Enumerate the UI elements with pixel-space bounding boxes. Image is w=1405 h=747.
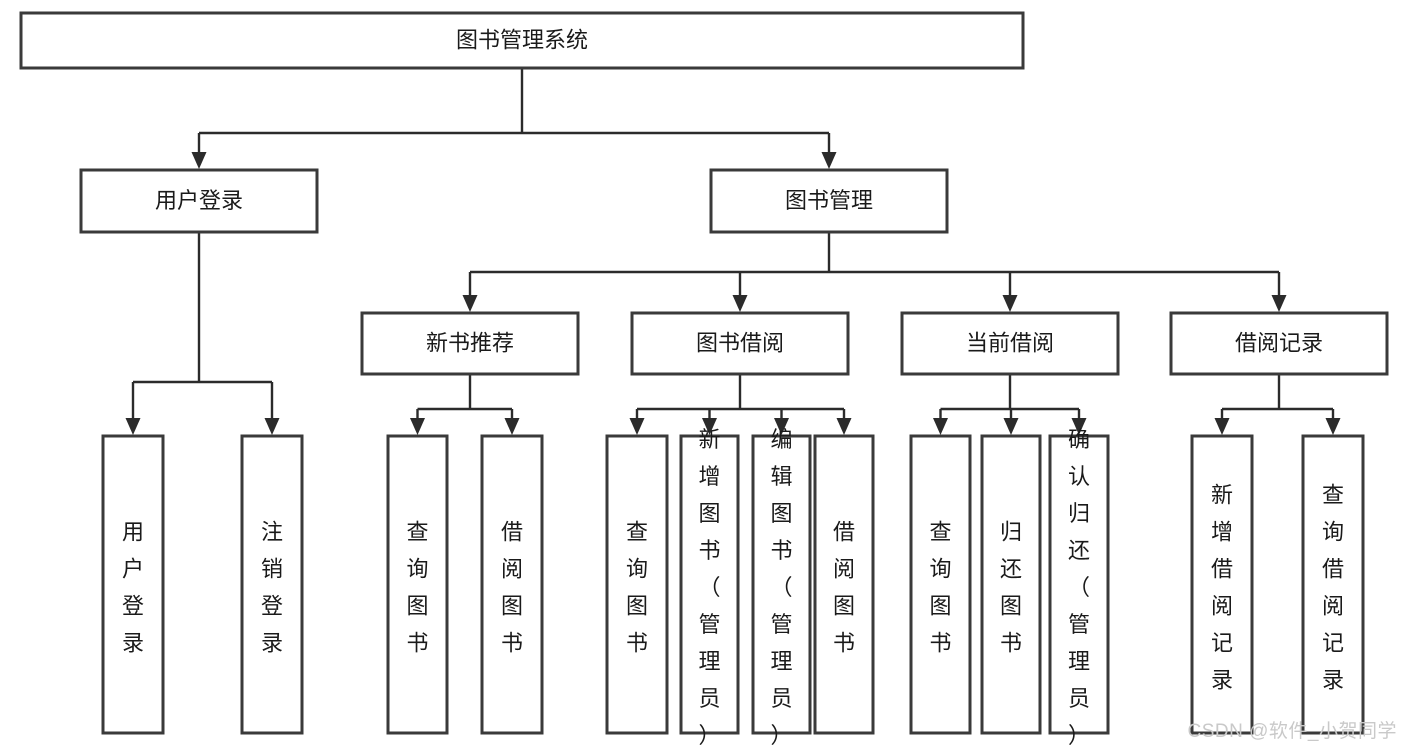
arrow-head — [1325, 418, 1341, 435]
arrow-head — [264, 418, 280, 435]
node-box[interactable] — [751, 434, 812, 735]
arrow-head — [836, 418, 852, 435]
node-leaf-user-login[interactable]: 用户登录 — [101, 434, 165, 735]
node-book-borrow[interactable]: 图书借阅 — [630, 311, 850, 376]
node-label: 查询图书 — [929, 519, 951, 655]
arrow-head — [1071, 418, 1087, 435]
node-new-book-rec[interactable]: 新书推荐 — [360, 311, 580, 376]
node-label: 借阅图书 — [501, 519, 523, 655]
node-leaf-query-record[interactable]: 查询借阅记录 — [1301, 434, 1365, 735]
node-box[interactable] — [101, 434, 165, 735]
arrow-head — [1002, 295, 1018, 312]
connector-layer — [125, 68, 1341, 435]
node-label: 用户登录 — [122, 519, 144, 655]
node-box[interactable] — [1190, 434, 1254, 735]
node-label: 用户登录 — [155, 188, 243, 213]
connector-group-current-borrow — [933, 374, 1087, 435]
node-current-borrow[interactable]: 当前借阅 — [900, 311, 1120, 376]
node-label: 查询图书 — [406, 519, 428, 655]
node-label: 图书管理系统 — [456, 27, 588, 52]
node-box[interactable] — [900, 311, 1120, 376]
arrow-head — [821, 152, 837, 169]
node-leaf-query-book-2[interactable]: 查询图书 — [605, 434, 669, 735]
node-root[interactable]: 图书管理系统 — [19, 11, 1025, 70]
node-leaf-confirm-return[interactable]: 确认归还（管理员） — [1048, 427, 1110, 747]
arrow-head — [410, 418, 425, 435]
arrow-head — [1214, 418, 1230, 435]
node-box[interactable] — [709, 168, 949, 234]
node-label: 图书借阅 — [696, 330, 784, 355]
arrow-head — [933, 418, 948, 435]
node-user-login[interactable]: 用户登录 — [79, 168, 319, 234]
node-box[interactable] — [605, 434, 669, 735]
node-box[interactable] — [386, 434, 449, 735]
node-layer: 图书管理系统用户登录图书管理新书推荐图书借阅当前借阅借阅记录用户登录注销登录查询… — [19, 11, 1389, 747]
node-box[interactable] — [630, 311, 850, 376]
node-label: 图书管理 — [785, 188, 873, 213]
connector-group-new-book-rec — [410, 374, 520, 435]
node-book-manage[interactable]: 图书管理 — [709, 168, 949, 234]
node-label: 查询图书 — [626, 519, 648, 655]
node-leaf-query-book-3[interactable]: 查询图书 — [909, 434, 972, 735]
node-box[interactable] — [1169, 311, 1389, 376]
node-leaf-user-logout[interactable]: 注销登录 — [240, 434, 304, 735]
arrow-head — [191, 152, 207, 169]
node-borrow-record[interactable]: 借阅记录 — [1169, 311, 1389, 376]
node-box[interactable] — [679, 434, 740, 735]
node-label: 新书推荐 — [426, 330, 514, 355]
node-label: 借阅图书 — [833, 519, 855, 655]
node-leaf-add-book[interactable]: 新增图书（管理员） — [679, 427, 740, 747]
csdn-watermark: CSDN @软件_小贺同学 — [1187, 721, 1397, 742]
node-label: 编辑图书（管理员） — [770, 427, 792, 747]
node-leaf-borrow-book-1[interactable]: 借阅图书 — [480, 434, 544, 735]
connector-group-book-manage — [462, 232, 1287, 312]
node-box[interactable] — [79, 168, 319, 234]
connector-group-user-login — [125, 232, 280, 435]
node-leaf-edit-book[interactable]: 编辑图书（管理员） — [751, 427, 812, 747]
node-leaf-borrow-book-2[interactable]: 借阅图书 — [813, 434, 875, 735]
arrow-head — [629, 418, 645, 435]
connector-group-book-borrow — [629, 374, 852, 435]
node-leaf-query-book-1[interactable]: 查询图书 — [386, 434, 449, 735]
arrow-head — [732, 295, 748, 312]
node-box[interactable] — [19, 11, 1025, 70]
node-leaf-return-book[interactable]: 归还图书 — [980, 434, 1042, 735]
arrow-head — [702, 418, 717, 435]
node-box[interactable] — [240, 434, 304, 735]
arrow-head — [504, 418, 520, 435]
node-label: 借阅记录 — [1235, 330, 1323, 355]
node-box[interactable] — [980, 434, 1042, 735]
connector-group-borrow-record — [1214, 374, 1341, 435]
node-box[interactable] — [909, 434, 972, 735]
node-box[interactable] — [813, 434, 875, 735]
node-box[interactable] — [1301, 434, 1365, 735]
node-label: 归还图书 — [1000, 519, 1022, 655]
node-label: 确认归还（管理员） — [1068, 427, 1090, 747]
arrow-head — [462, 295, 478, 312]
arrow-head — [774, 418, 789, 435]
arrow-head — [125, 418, 141, 435]
node-leaf-add-record[interactable]: 新增借阅记录 — [1190, 434, 1254, 735]
node-label: 查询借阅记录 — [1322, 482, 1344, 692]
arrow-head — [1271, 295, 1287, 312]
node-box[interactable] — [1048, 434, 1110, 735]
node-label: 新增借阅记录 — [1211, 482, 1233, 692]
node-label: 当前借阅 — [966, 330, 1054, 355]
node-box[interactable] — [480, 434, 544, 735]
node-label: 新增图书（管理员） — [698, 427, 720, 747]
node-label: 注销登录 — [261, 519, 283, 655]
connector-group-root — [191, 68, 837, 169]
arrow-head — [1003, 418, 1019, 435]
node-box[interactable] — [360, 311, 580, 376]
